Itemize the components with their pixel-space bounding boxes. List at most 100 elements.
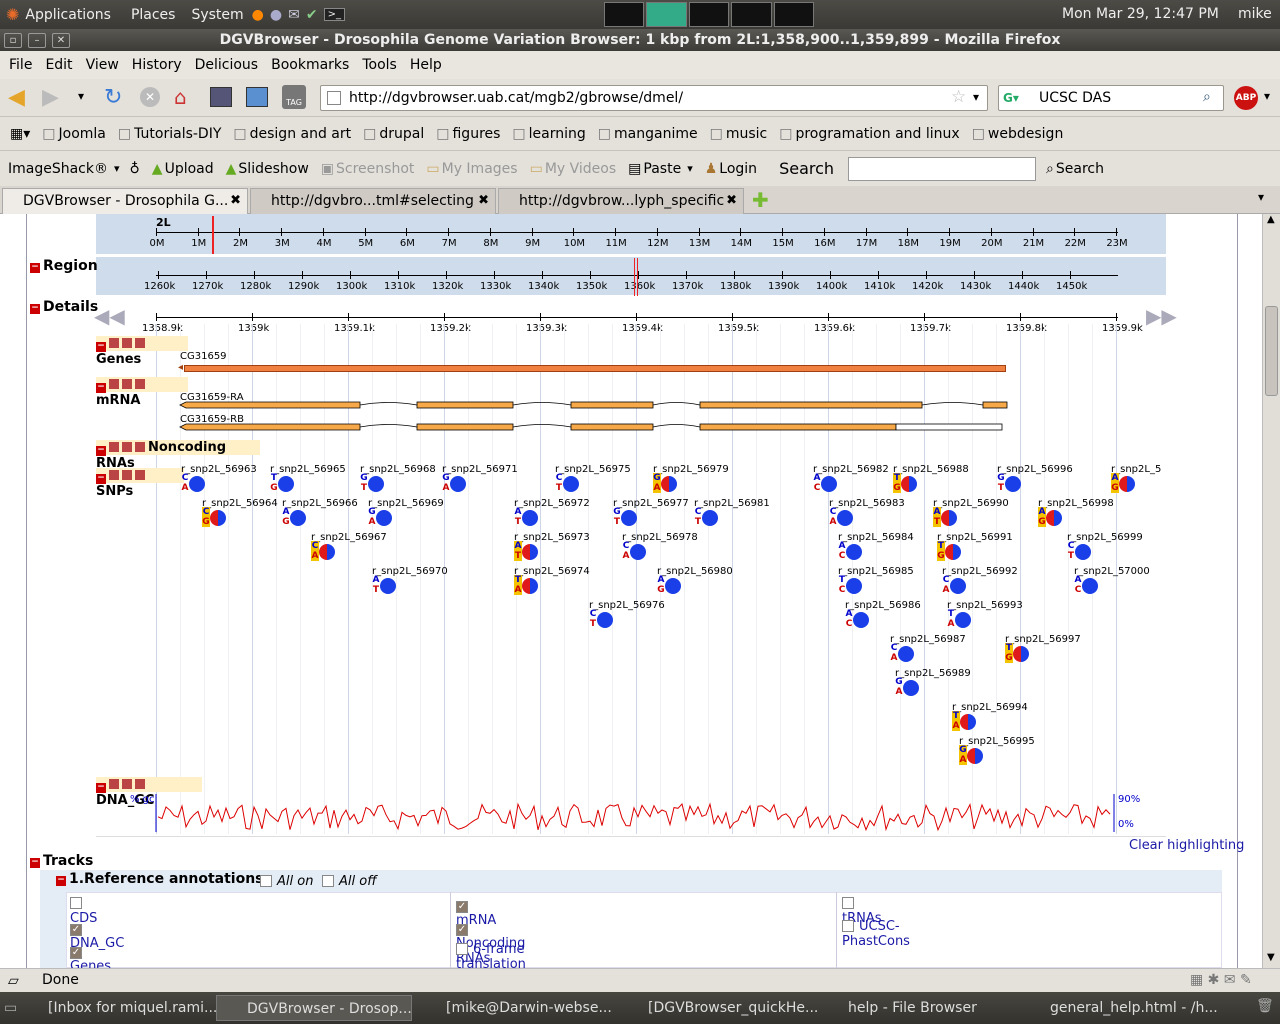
collapse-icon[interactable]: − [96, 382, 106, 393]
imageshack-brand[interactable]: ImageShack® [8, 160, 108, 177]
ncrna-track-header[interactable]: −Noncoding RNAs [96, 440, 260, 471]
imageshack-search-input[interactable] [848, 156, 1037, 181]
track-option[interactable]: ✓mRNA [456, 896, 496, 928]
applications-menu[interactable]: Applications [25, 6, 111, 23]
places-menu[interactable]: Places [130, 6, 176, 23]
screenshot-tool-icon[interactable] [210, 87, 232, 107]
bookmark-folder-joomla[interactable]: Joomla [42, 126, 106, 142]
help-icon[interactable] [135, 442, 145, 452]
scroll-down-icon[interactable]: ▼ [1267, 952, 1275, 963]
login-user-icon[interactable]: ♟ [704, 160, 718, 177]
track-checkbox[interactable]: ✓ [70, 924, 82, 936]
all-on-checkbox[interactable] [260, 875, 272, 887]
my-videos-button[interactable]: My Videos [544, 160, 617, 177]
collapse-icon[interactable]: − [96, 341, 106, 352]
bookmark-folder-design[interactable]: design and art [233, 126, 352, 142]
workspace-3[interactable] [688, 2, 730, 27]
tab-dgvbrowser[interactable]: DGVBrowser - Drosophila G... ✖ [2, 188, 248, 214]
tab-selecting[interactable]: http://dgvbro...tml#selecting ✖ [250, 188, 496, 214]
workspace-2[interactable] [646, 2, 687, 27]
search-engine-box[interactable]: G▾ UCSC DAS ⌕ [998, 85, 1224, 111]
status-resize-icon[interactable]: ▱ [8, 973, 19, 989]
tab-close-icon[interactable]: ✖ [478, 193, 489, 208]
menu-edit[interactable]: Edit [45, 57, 73, 73]
imageshack-dropdown-icon[interactable]: ▾ [114, 162, 120, 175]
upload-button[interactable]: Upload [164, 160, 214, 177]
share-icon[interactable] [109, 338, 119, 348]
snps-track-header[interactable]: −SNPs [96, 468, 184, 499]
status-addon-icons[interactable]: ▦ ✱ ✉ ✎ [1190, 972, 1252, 988]
bookmark-folder-programation[interactable]: programation and linux [779, 126, 959, 142]
bookmark-folder-learning[interactable]: learning [512, 126, 586, 142]
home-icon[interactable]: ⌂ [174, 85, 187, 109]
gc-track-header[interactable]: −DNA_GC [96, 777, 202, 808]
collapse-icon[interactable]: − [30, 262, 40, 273]
track-option[interactable]: CDS [70, 896, 97, 926]
track-option[interactable]: 6-frame translation [456, 942, 526, 972]
paste-dropdown-icon[interactable]: ▾ [687, 162, 693, 175]
adblock-icon[interactable]: ABP [1234, 86, 1258, 110]
track-checkbox[interactable] [70, 897, 82, 909]
workspace-switcher[interactable] [604, 2, 815, 27]
help-icon[interactable] [135, 338, 145, 348]
launcher-icon[interactable]: ● [269, 6, 283, 23]
track-checkbox[interactable] [456, 943, 468, 955]
workspace-4[interactable] [731, 2, 772, 27]
track-link[interactable]: DNA_GC [70, 936, 125, 951]
track-option[interactable]: ✓DNA_GC [70, 919, 124, 951]
menu-history[interactable]: History [131, 57, 182, 73]
new-tab-icon[interactable]: ✚ [752, 188, 769, 212]
track-checkbox[interactable]: ✓ [456, 924, 468, 936]
magnifier-icon[interactable]: ⌕ [1203, 89, 1211, 105]
help-icon[interactable] [135, 779, 145, 789]
vertical-scrollbar[interactable]: ▲ ▼ [1262, 214, 1280, 968]
bookmark-folder-music[interactable]: music [710, 126, 767, 142]
terminal-launcher-icon[interactable]: >_ [323, 8, 345, 21]
collapse-icon[interactable]: − [30, 303, 40, 314]
menu-help[interactable]: Help [409, 57, 442, 73]
mrna-transcripts[interactable] [176, 400, 1016, 436]
url-bar[interactable]: http://dgvbrowser.uab.cat/mgb2/gbrowse/d… [320, 85, 988, 111]
login-button[interactable]: Login [719, 160, 758, 177]
download-icon[interactable] [122, 338, 132, 348]
track-checkbox[interactable]: ✓ [70, 947, 82, 959]
bookmarks-menu-icon[interactable]: ▦▾ [10, 125, 31, 142]
scrollbar-thumb[interactable] [1265, 306, 1278, 396]
task-file-browser[interactable]: help - File Browser [818, 995, 1014, 1021]
bookmark-folder-manganime[interactable]: manganime [598, 126, 698, 142]
track-option[interactable]: tRNAs [842, 896, 882, 926]
url-dropdown-icon[interactable]: ▾ [973, 90, 980, 104]
tag-icon[interactable]: TAG [282, 85, 306, 109]
lightbulb-icon[interactable]: ♁ [129, 160, 140, 177]
download-icon[interactable] [122, 379, 132, 389]
search-engine-text[interactable]: UCSC DAS [1039, 90, 1112, 106]
download-icon[interactable] [122, 442, 132, 452]
collapse-icon[interactable]: − [96, 445, 106, 456]
search-button[interactable]: Search [1055, 160, 1104, 177]
bookmark-folder-tutorials[interactable]: Tutorials-DIY [118, 126, 221, 142]
search-magnifier-icon[interactable]: ⌕ [1046, 160, 1054, 177]
track-checkbox[interactable] [842, 897, 854, 909]
reference-annotations-title[interactable]: −1.Reference annotations [56, 871, 264, 887]
system-menu[interactable]: System [191, 6, 244, 23]
collapse-icon[interactable]: − [96, 473, 106, 484]
